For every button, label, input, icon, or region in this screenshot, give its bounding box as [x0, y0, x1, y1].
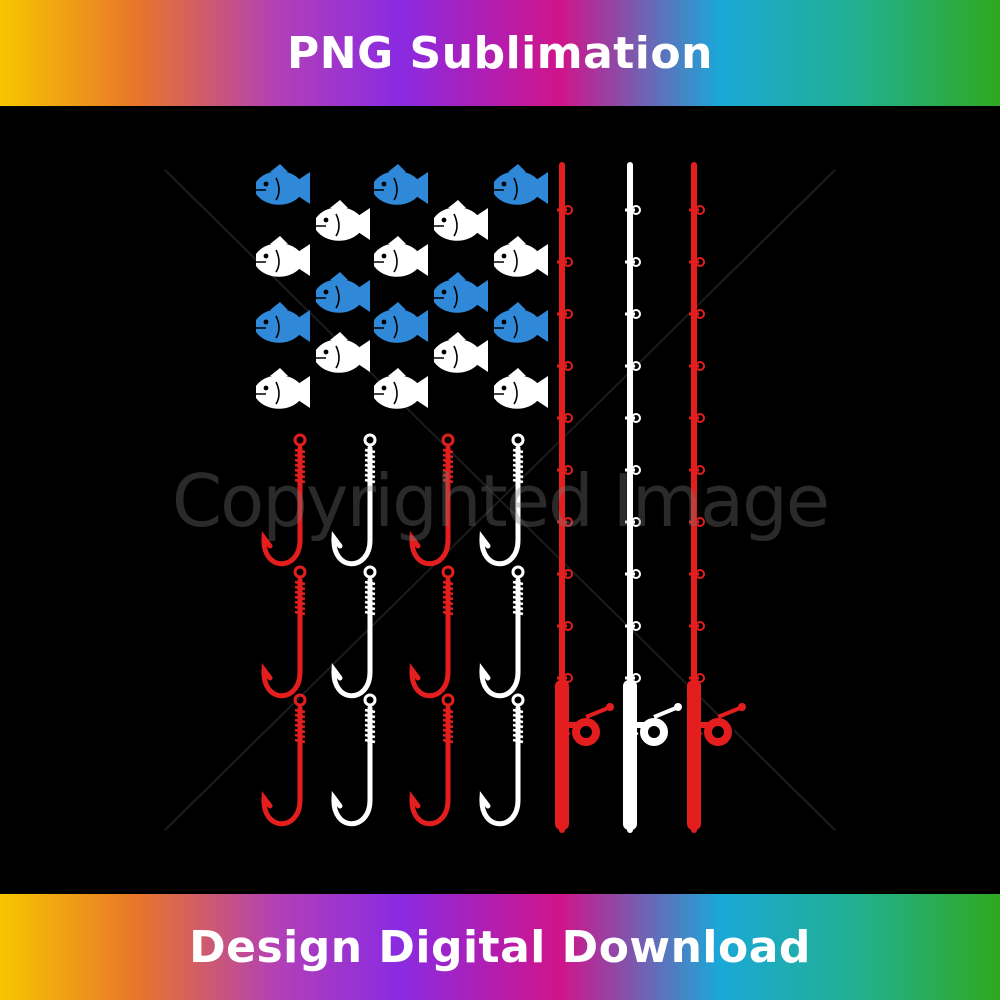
fish-icon — [434, 272, 488, 313]
fishing-rod-icon — [687, 162, 746, 833]
fish-icon — [434, 332, 488, 373]
fishing-hook-icon — [261, 693, 307, 827]
fish-icon — [494, 236, 548, 277]
fishing-rod-icon — [623, 162, 682, 833]
fish-icon — [494, 164, 548, 205]
fish-icon — [256, 302, 310, 343]
fish-icon — [316, 272, 370, 313]
bottom-banner-title: Design Digital Download — [189, 921, 811, 973]
fishing-hook-icon — [331, 565, 377, 699]
fish-icon — [374, 236, 428, 277]
bottom-banner: Design Digital Download — [0, 894, 1000, 1000]
fish-icon — [256, 236, 310, 277]
fish-grid — [256, 164, 548, 409]
top-banner-title: PNG Sublimation — [287, 27, 713, 79]
rod-group — [555, 162, 746, 833]
fish-icon — [256, 368, 310, 409]
top-banner: PNG Sublimation — [0, 0, 1000, 106]
fish-icon — [434, 200, 488, 241]
fish-icon — [316, 200, 370, 241]
fishing-hook-icon — [479, 433, 525, 567]
fish-icon — [316, 332, 370, 373]
fishing-hook-icon — [479, 693, 525, 827]
fishing-hook-icon — [409, 433, 455, 567]
fishing-hook-icon — [409, 565, 455, 699]
fishing-hook-icon — [479, 565, 525, 699]
fishing-hook-icon — [331, 433, 377, 567]
fishing-hook-icon — [261, 433, 307, 567]
fish-icon — [374, 164, 428, 205]
fishing-rod-icon — [555, 162, 614, 833]
fishing-flag-artwork — [164, 162, 836, 833]
fish-icon — [374, 302, 428, 343]
fishing-hook-icon — [409, 693, 455, 827]
design-canvas: Copyrighted Image — [0, 106, 1000, 894]
hook-grid — [261, 433, 525, 827]
watermark-text: Copyrighted Image — [171, 459, 830, 543]
fishing-hook-icon — [261, 565, 307, 699]
fish-icon — [494, 368, 548, 409]
fish-icon — [374, 368, 428, 409]
fish-icon — [494, 302, 548, 343]
fish-icon — [256, 164, 310, 205]
fishing-hook-icon — [331, 693, 377, 827]
